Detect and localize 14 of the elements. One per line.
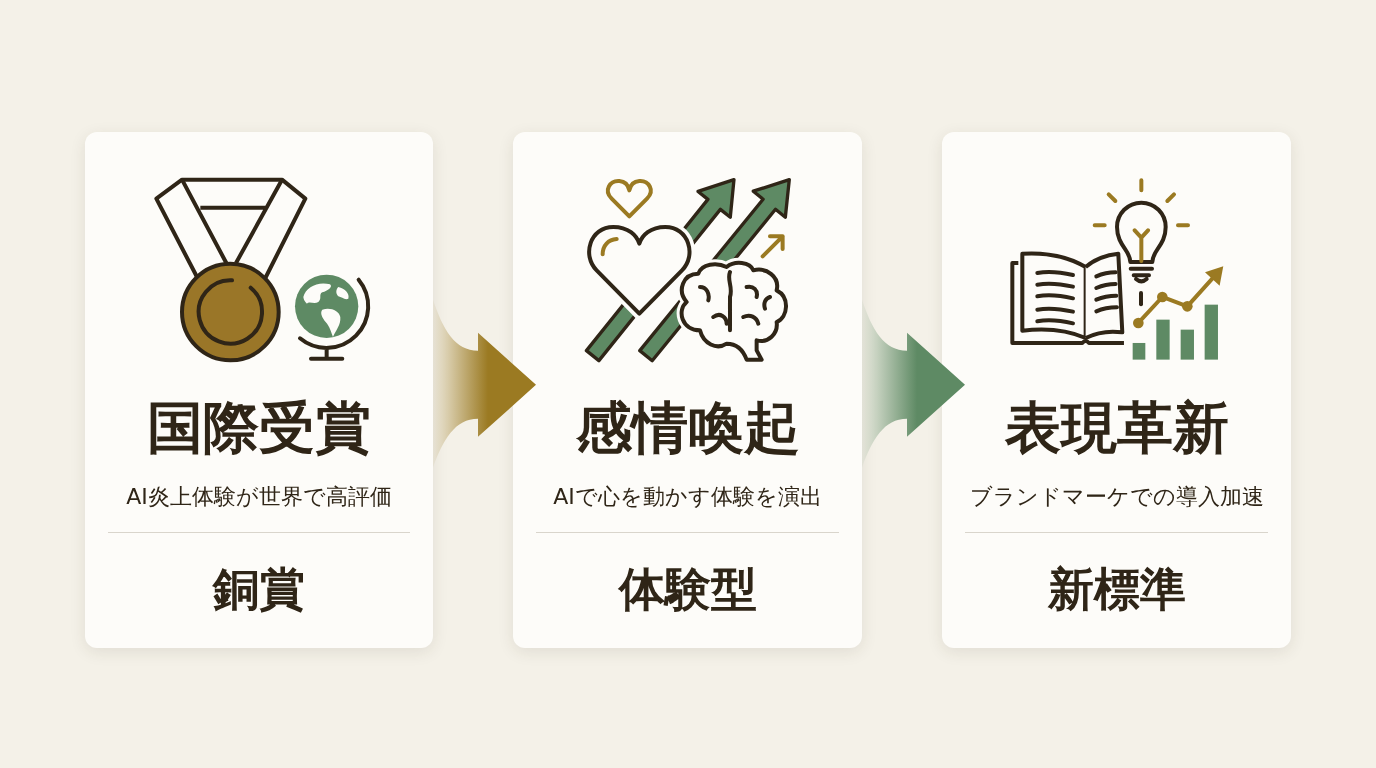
card-description: AI炎上体験が世界で高評価 xyxy=(126,484,392,510)
step-card xyxy=(85,132,433,648)
card-title: 表現革新 xyxy=(1004,394,1229,461)
step-card xyxy=(942,132,1291,648)
category-label: 体験型 xyxy=(618,562,757,617)
category-label: 銅賞 xyxy=(213,562,305,617)
arrow xyxy=(862,299,965,468)
step-card xyxy=(513,132,862,648)
arrow xyxy=(433,299,536,468)
card-description: AIで心を動かす体験を演出 xyxy=(553,484,822,510)
card-title: 国際受賞 xyxy=(147,394,371,461)
category-label: 新標準 xyxy=(1047,562,1186,617)
card-title: 感情喚起 xyxy=(575,394,800,461)
card-description: ブランドマーケでの導入加速 xyxy=(969,484,1264,510)
